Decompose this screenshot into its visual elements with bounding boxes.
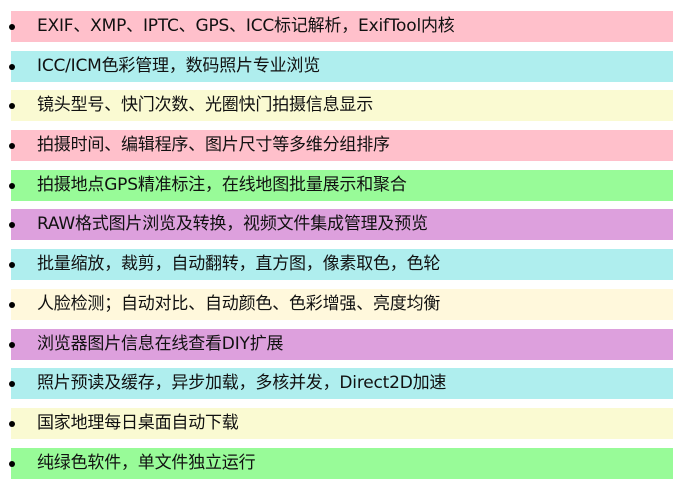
bullet-icon bbox=[9, 381, 15, 388]
list-item: 批量缩放，裁剪，自动翻转，直方图，像素取色，色轮 bbox=[0, 249, 673, 281]
list-item: 照片预读及缓存，异步加载，多核并发，Direct2D加速 bbox=[0, 368, 673, 400]
item-label: 国家地理每日桌面自动下载 bbox=[37, 412, 239, 433]
item-highlight bbox=[11, 130, 673, 162]
item-highlight bbox=[11, 169, 673, 201]
bullet-icon bbox=[9, 341, 15, 348]
item-highlight bbox=[11, 50, 673, 82]
list-item: 国家地理每日桌面自动下载 bbox=[0, 407, 673, 439]
bullet-icon bbox=[9, 182, 15, 189]
item-highlight bbox=[11, 288, 673, 320]
item-label: ICC/ICM色彩管理，数码照片专业浏览 bbox=[37, 55, 321, 76]
item-highlight bbox=[11, 11, 673, 42]
item-highlight bbox=[11, 249, 673, 281]
bullet-icon bbox=[9, 143, 15, 150]
bullet-icon bbox=[9, 420, 15, 427]
feature-list: EXIF、XMP、IPTC、GPS、ICC标记解析，ExifTool内核 ICC… bbox=[0, 11, 673, 487]
list-item: EXIF、XMP、IPTC、GPS、ICC标记解析，ExifTool内核 bbox=[0, 11, 673, 42]
bullet-icon bbox=[9, 460, 15, 467]
bullet-icon bbox=[9, 262, 15, 269]
bullet-icon bbox=[9, 63, 15, 70]
item-label: 镜头型号、快门次数、光圈快门拍摄信息显示 bbox=[37, 95, 373, 116]
item-label: 拍摄地点GPS精准标注，在线地图批量展示和聚合 bbox=[37, 174, 407, 195]
item-highlight bbox=[11, 328, 673, 360]
item-highlight bbox=[11, 407, 673, 439]
item-label: 浏览器图片信息在线查看DIY扩展 bbox=[37, 333, 284, 354]
item-highlight bbox=[11, 447, 673, 479]
bullet-icon bbox=[9, 301, 15, 308]
list-item: 拍摄地点GPS精准标注，在线地图批量展示和聚合 bbox=[0, 169, 673, 201]
list-item: 纯绿色软件，单文件独立运行 bbox=[0, 447, 673, 479]
item-label: RAW格式图片浏览及转换，视频文件集成管理及预览 bbox=[37, 214, 428, 235]
item-highlight bbox=[11, 90, 673, 122]
item-label: 拍摄时间、编辑程序、图片尺寸等多维分组排序 bbox=[37, 135, 390, 156]
bullet-icon bbox=[9, 24, 15, 30]
bullet-icon bbox=[9, 222, 15, 229]
list-item: 浏览器图片信息在线查看DIY扩展 bbox=[0, 328, 673, 360]
list-item: 拍摄时间、编辑程序、图片尺寸等多维分组排序 bbox=[0, 130, 673, 162]
item-highlight bbox=[11, 209, 673, 241]
list-item: 人脸检测；自动对比、自动颜色、色彩增强、亮度均衡 bbox=[0, 288, 673, 320]
item-highlight bbox=[11, 368, 673, 400]
list-item: 镜头型号、快门次数、光圈快门拍摄信息显示 bbox=[0, 90, 673, 122]
item-label: 批量缩放，裁剪，自动翻转，直方图，像素取色，色轮 bbox=[37, 254, 441, 275]
list-item: RAW格式图片浏览及转换，视频文件集成管理及预览 bbox=[0, 209, 673, 241]
item-label: EXIF、XMP、IPTC、GPS、ICC标记解析，ExifTool内核 bbox=[37, 16, 455, 36]
item-label: 照片预读及缓存，异步加载，多核并发，Direct2D加速 bbox=[37, 373, 447, 394]
bullet-icon bbox=[9, 103, 15, 110]
item-label: 纯绿色软件，单文件独立运行 bbox=[37, 452, 256, 473]
list-item: ICC/ICM色彩管理，数码照片专业浏览 bbox=[0, 50, 673, 82]
item-label: 人脸检测；自动对比、自动颜色、色彩增强、亮度均衡 bbox=[37, 293, 441, 314]
